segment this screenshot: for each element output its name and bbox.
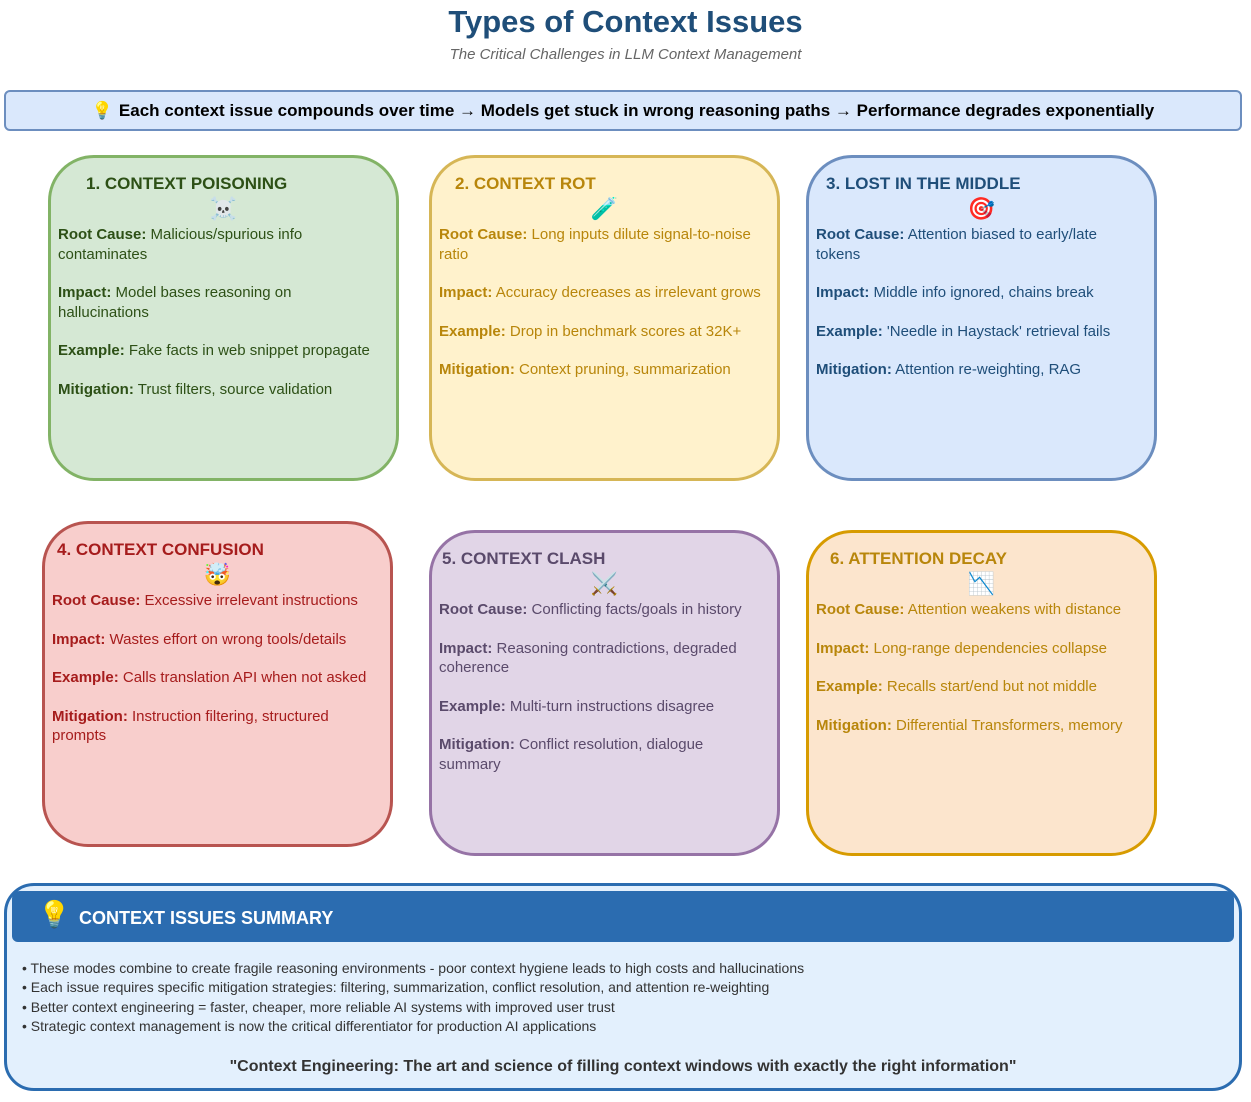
test-tube-icon: 🧪	[590, 196, 619, 221]
root-cause-row: Root Cause: Attention weakens with dista…	[816, 601, 1122, 618]
impact-row: Impact: Long-range dependencies collapse	[816, 639, 1108, 657]
summary-bullets: • These modes combine to create fragile …	[22, 959, 804, 1036]
impact-row: Impact: Reasoning contradictions, degrad…	[439, 639, 737, 677]
card-title: 3. LOST IN THE MIDDLE	[826, 174, 1021, 193]
page-subtitle: The Critical Challenges in LLM Context M…	[449, 46, 802, 63]
card-attention-decay: 6. ATTENTION DECAY 📉 Root Cause: Attenti…	[806, 530, 1157, 856]
exploding-head-icon: 🤯	[203, 562, 232, 587]
card-body: Root Cause: Conflicting facts/goals in h…	[439, 600, 767, 793]
lightbulb-icon: 💡	[38, 899, 71, 929]
mitigation-row: Mitigation: Conflict resolution, dialogu…	[439, 736, 704, 773]
root-cause-row: Root Cause: Excessive irrelevant instruc…	[52, 592, 358, 609]
example-row: Example: Calls translation API when not …	[52, 669, 367, 686]
mitigation-row: Mitigation: Attention re-weighting, RAG	[816, 361, 1082, 378]
list-item: • Strategic context management is now th…	[22, 1017, 597, 1034]
card-body: Root Cause: Excessive irrelevant instruc…	[52, 591, 380, 765]
root-cause-row: Root Cause: Attention biased to early/la…	[816, 226, 1097, 263]
root-cause-row: Root Cause: Conflicting facts/goals in h…	[439, 601, 742, 618]
mitigation-row: Mitigation: Instruction filtering, struc…	[52, 707, 329, 745]
summary-header: 💡 CONTEXT ISSUES SUMMARY	[12, 891, 1234, 942]
card-context-rot: 2. CONTEXT ROT 🧪 Root Cause: Long inputs…	[429, 155, 780, 481]
root-cause-row: Root Cause: Long inputs dilute signal-to…	[439, 226, 751, 263]
mitigation-row: Mitigation: Differential Transformers, m…	[816, 716, 1123, 734]
card-body: Root Cause: Malicious/spurious info cont…	[58, 225, 386, 418]
skull-icon: ☠️	[209, 196, 238, 221]
example-row: Example: 'Needle in Haystack' retrieval …	[816, 322, 1111, 340]
impact-row: Impact: Wastes effort on wrong tools/det…	[52, 630, 347, 648]
page-title: Types of Context Issues	[448, 4, 803, 39]
example-row: Example: Multi-turn instructions disagre…	[439, 697, 715, 715]
mitigation-row: Mitigation: Context pruning, summarizati…	[439, 361, 731, 378]
impact-row: Impact: Model bases reasoning on halluci…	[58, 284, 292, 321]
example-row: Example: Drop in benchmark scores at 32K…	[439, 322, 742, 340]
card-title: 6. ATTENTION DECAY	[830, 549, 1007, 568]
list-item: • Each issue requires specific mitigatio…	[22, 979, 770, 996]
chart-decreasing-icon: 📉	[967, 571, 996, 596]
card-context-poisoning: 1. CONTEXT POISONING ☠️ Root Cause: Mali…	[48, 155, 399, 481]
card-context-clash: 5. CONTEXT CLASH ⚔️ Root Cause: Conflict…	[429, 530, 780, 856]
summary-panel: 💡 CONTEXT ISSUES SUMMARY • These modes c…	[4, 883, 1242, 1091]
root-cause-row: Root Cause: Malicious/spurious info cont…	[58, 226, 303, 263]
card-body: Root Cause: Attention biased to early/la…	[816, 225, 1144, 399]
list-item: • These modes combine to create fragile …	[22, 960, 805, 976]
example-row: Example: Recalls start/end but not middl…	[816, 678, 1097, 695]
summary-title: CONTEXT ISSUES SUMMARY	[79, 908, 334, 928]
card-lost-in-the-middle: 3. LOST IN THE MIDDLE 🎯 Root Cause: Atte…	[806, 155, 1157, 481]
card-title: 2. CONTEXT ROT	[455, 174, 596, 193]
list-item: • Better context engineering = faster, c…	[22, 998, 615, 1015]
mitigation-row: Mitigation: Trust filters, source valida…	[58, 380, 333, 398]
impact-row: Impact: Accuracy decreases as irrelevant…	[439, 284, 761, 301]
card-title: 5. CONTEXT CLASH	[442, 549, 606, 568]
summary-quote: "Context Engineering: The art and scienc…	[229, 1058, 1017, 1075]
card-title: 4. CONTEXT CONFUSION	[57, 540, 264, 559]
impact-row: Impact: Middle info ignored, chains brea…	[816, 284, 1094, 301]
card-title: 1. CONTEXT POISONING	[86, 174, 288, 193]
banner-text: Each context issue compounds over time →…	[118, 100, 1155, 120]
card-body: Root Cause: Long inputs dilute signal-to…	[439, 225, 767, 399]
crossed-swords-icon: ⚔️	[590, 571, 619, 596]
card-context-confusion: 4. CONTEXT CONFUSION 🤯 Root Cause: Exces…	[42, 521, 393, 847]
target-icon: 🎯	[967, 196, 996, 221]
card-body: Root Cause: Attention weakens with dista…	[816, 600, 1144, 754]
lightbulb-icon: 💡	[91, 100, 113, 120]
example-row: Example: Fake facts in web snippet propa…	[58, 342, 370, 359]
key-insight-banner: 💡 Each context issue compounds over time…	[4, 90, 1242, 131]
